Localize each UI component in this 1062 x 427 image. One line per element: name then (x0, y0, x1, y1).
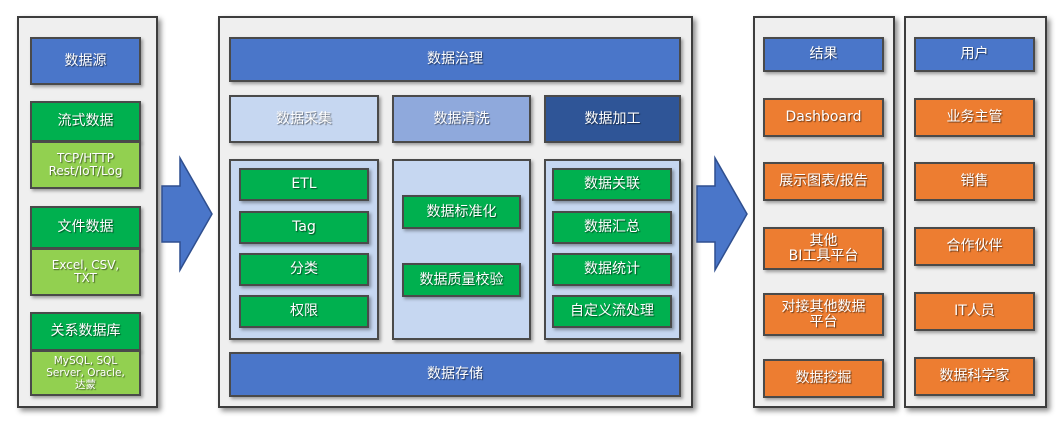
sources-header: 数据源 (30, 37, 141, 85)
results-panel (753, 16, 895, 408)
users-header: 用户 (914, 37, 1035, 72)
relational-db-detail: MySQL, SQL Server, Oracle, 达蒙 (30, 350, 141, 396)
governance-header: 数据治理 (229, 37, 681, 82)
flow-arrow-icon (696, 155, 748, 273)
user-item: 合作伙伴 (914, 227, 1035, 266)
result-item: 展示图表/报告 (763, 162, 884, 201)
relational-db-label: 关系数据库 (30, 312, 141, 351)
collect-item: Tag (239, 211, 369, 244)
result-item: Dashboard (763, 98, 884, 137)
clean-header: 数据清洗 (392, 95, 531, 143)
user-item: 销售 (914, 162, 1035, 201)
result-item: 对接其他数据 平台 (763, 293, 884, 336)
clean-item: 数据标准化 (402, 195, 521, 229)
users-panel (904, 16, 1047, 408)
process-header: 数据加工 (544, 95, 681, 143)
result-item: 数据挖掘 (763, 359, 884, 398)
process-item: 数据统计 (552, 253, 672, 286)
streaming-data-label: 流式数据 (30, 101, 141, 142)
clean-item: 数据质量校验 (402, 263, 521, 297)
user-item: 业务主管 (914, 98, 1035, 137)
storage-footer: 数据存储 (229, 352, 681, 397)
file-data-detail: Excel, CSV, TXT (30, 248, 141, 296)
collect-header: 数据采集 (229, 95, 379, 143)
results-header: 结果 (763, 37, 884, 72)
process-item: 数据汇总 (552, 211, 672, 244)
collect-item: 分类 (239, 253, 369, 286)
process-item: 数据关联 (552, 168, 672, 201)
result-item: 其他 BI工具平台 (763, 227, 884, 270)
flow-arrow-icon (161, 155, 213, 273)
collect-item: ETL (239, 168, 369, 201)
process-item: 自定义流处理 (552, 295, 672, 328)
streaming-data-detail: TCP/HTTP Rest/IoT/Log (30, 141, 141, 189)
file-data-label: 文件数据 (30, 206, 141, 249)
user-item: IT人员 (914, 292, 1035, 331)
user-item: 数据科学家 (914, 357, 1035, 396)
collect-item: 权限 (239, 295, 369, 328)
clean-zone (392, 159, 531, 340)
